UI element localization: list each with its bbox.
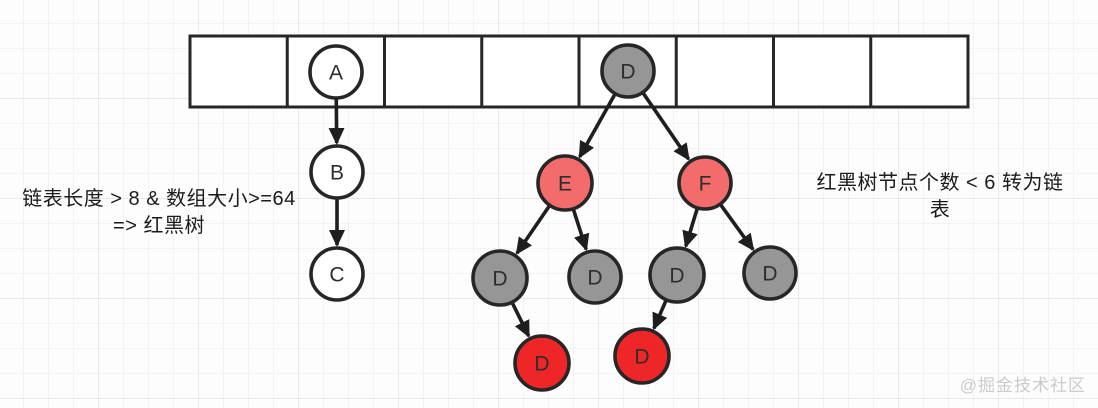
- edge-F-D3: [682, 208, 699, 249]
- treeify-annotation-line1: 链表长度 > 8 & 数组大小>=64: [22, 188, 296, 210]
- node-D0: D: [600, 43, 656, 99]
- node-C: C: [309, 246, 365, 302]
- edge-D1-D5: [510, 302, 531, 338]
- node-label-D1: D: [492, 268, 507, 291]
- node-label-D0: D: [620, 61, 635, 84]
- node-circle-A: [308, 44, 364, 100]
- node-circle-D2: [567, 249, 623, 305]
- node-D3: D: [648, 246, 706, 304]
- node-label-C: C: [329, 264, 344, 287]
- edge-E-D2: [571, 209, 590, 252]
- node-label-D5: D: [534, 353, 549, 376]
- node-circle-E: [536, 154, 594, 212]
- bucket-array: [188, 34, 970, 109]
- node-label-D6: D: [634, 346, 649, 369]
- node-E: E: [536, 154, 594, 212]
- edges: [328, 92, 755, 338]
- edge-F-D4: [719, 203, 755, 252]
- node-circle-F: [677, 155, 733, 211]
- node-circle-C: [309, 246, 365, 302]
- node-D2: D: [567, 249, 623, 305]
- node-label-F: F: [699, 173, 712, 196]
- node-F: F: [677, 155, 733, 211]
- treeify-annotation: 链表长度 > 8 & 数组大小>=64 => 红黑树: [4, 186, 314, 240]
- treeify-annotation-line2: => 红黑树: [113, 215, 205, 237]
- node-circle-D6: [613, 327, 671, 385]
- untreeify-annotation: 红黑树节点个数 < 6 转为链 表: [790, 170, 1090, 224]
- edge-D3-D6: [652, 299, 668, 331]
- node-D4: D: [742, 245, 798, 301]
- node-circle-D3: [648, 246, 706, 304]
- node-circle-D4: [742, 245, 798, 301]
- node-label-D4: D: [762, 263, 777, 286]
- untreeify-annotation-line1: 红黑树节点个数 < 6 转为链: [816, 172, 1064, 194]
- node-circle-D5: [513, 334, 571, 392]
- node-label-D3: D: [669, 265, 684, 288]
- node-B: B: [309, 144, 365, 200]
- nodes: A B C D E F D D D D D D: [308, 43, 798, 392]
- node-D5: D: [513, 334, 571, 392]
- node-label-E: E: [558, 173, 572, 196]
- node-label-A: A: [329, 62, 343, 85]
- watermark: @掘金技术社区: [959, 376, 1086, 395]
- node-circle-D1: [471, 249, 529, 307]
- node-circle-D0: [600, 43, 656, 99]
- edge-D0-E: [578, 93, 617, 159]
- untreeify-annotation-line2: 表: [929, 199, 951, 221]
- node-label-B: B: [330, 162, 344, 185]
- edge-D0-F: [641, 92, 691, 161]
- node-label-D2: D: [587, 267, 602, 290]
- node-A: A: [308, 44, 364, 100]
- edge-E-D1: [515, 205, 551, 255]
- node-circle-B: [309, 144, 365, 200]
- node-D1: D: [471, 249, 529, 307]
- node-D6: D: [613, 327, 671, 385]
